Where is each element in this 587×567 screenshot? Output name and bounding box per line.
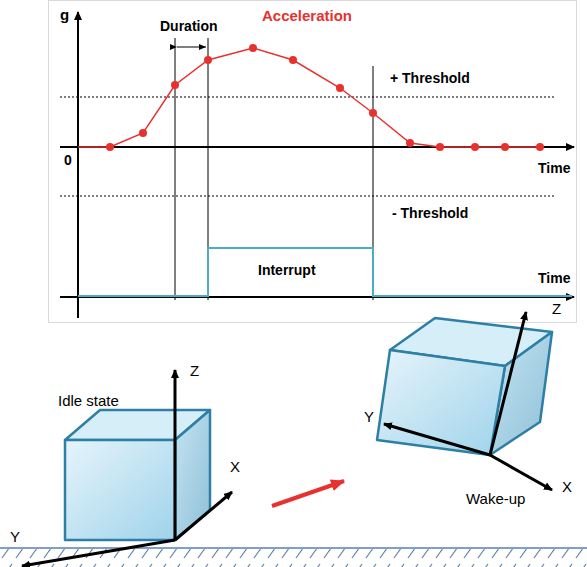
state-label: Wake-up <box>466 490 525 507</box>
ground-line <box>0 547 587 549</box>
axis-name: Z <box>190 362 199 379</box>
wakeup-axes <box>384 312 552 490</box>
axis-label: g <box>60 6 69 23</box>
axis-label: Time <box>538 160 570 177</box>
axis-name: Y <box>364 408 374 425</box>
interrupt-signal <box>78 248 572 296</box>
axis-name: X <box>562 478 572 495</box>
plus-threshold-line <box>60 97 556 98</box>
axis-label: Time <box>538 270 570 287</box>
curve-label: Acceleration <box>262 7 352 24</box>
y-axis <box>77 12 79 318</box>
axis-name: Z <box>552 300 561 317</box>
wakeup-cube <box>377 318 552 455</box>
marker-line <box>175 38 176 300</box>
duration-arrow <box>177 47 206 48</box>
state-label: Idle state <box>58 392 119 409</box>
acceleration-curve <box>78 48 540 147</box>
threshold-label: + Threshold <box>390 70 470 87</box>
signal-label: Interrupt <box>258 262 316 279</box>
acceleration-samples <box>106 44 544 151</box>
axis-name: Y <box>10 528 20 545</box>
axis-name: X <box>230 458 240 475</box>
idle-cube <box>65 410 210 540</box>
panel-border <box>49 1 577 323</box>
idle-axes <box>22 370 232 566</box>
ground-hatch <box>0 549 587 567</box>
transition-arrow <box>272 481 344 506</box>
minus-threshold-line <box>60 196 556 197</box>
threshold-label: - Threshold <box>392 205 468 222</box>
origin-label: 0 <box>64 152 72 169</box>
duration-label: Duration <box>160 18 218 35</box>
